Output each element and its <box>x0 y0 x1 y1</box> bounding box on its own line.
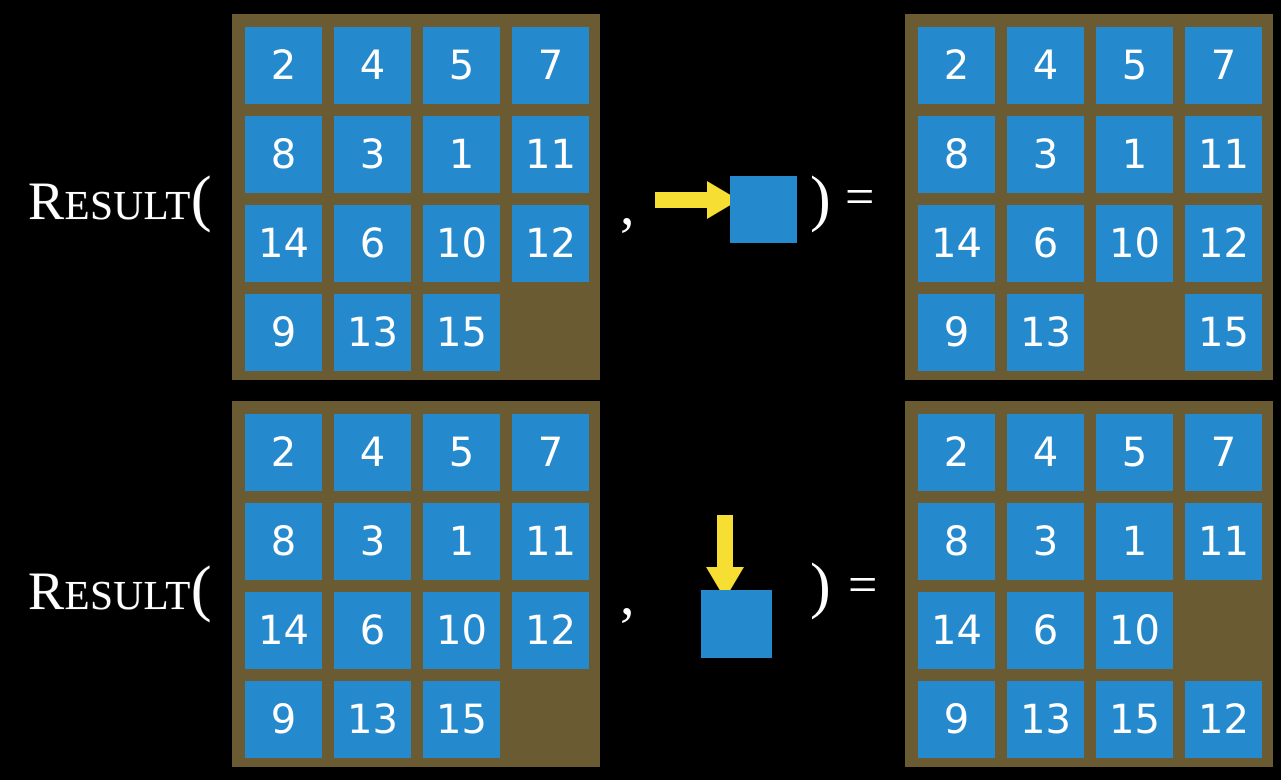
tile-2[interactable]: 2 <box>245 27 322 104</box>
tile-8[interactable]: 8 <box>245 503 322 580</box>
tile-6[interactable]: 6 <box>334 592 411 669</box>
tile-13[interactable]: 13 <box>334 681 411 758</box>
tile-8[interactable]: 8 <box>918 116 995 193</box>
tile-3[interactable]: 3 <box>1007 116 1084 193</box>
tile-blank[interactable] <box>1185 592 1262 669</box>
tile-7[interactable]: 7 <box>1185 27 1262 104</box>
tile-13[interactable]: 13 <box>334 294 411 371</box>
tile-5[interactable]: 5 <box>1096 27 1173 104</box>
tile-15[interactable]: 15 <box>423 294 500 371</box>
tile-4[interactable]: 4 <box>334 27 411 104</box>
result-label-top: RESULT( <box>28 168 212 230</box>
result-label-initial: R <box>28 561 65 621</box>
tile-11[interactable]: 11 <box>1185 116 1262 193</box>
tile-2[interactable]: 2 <box>245 414 322 491</box>
tile-8[interactable]: 8 <box>245 116 322 193</box>
tile-14[interactable]: 14 <box>245 592 322 669</box>
tile-7[interactable]: 7 <box>512 414 589 491</box>
tile-9[interactable]: 9 <box>245 681 322 758</box>
tile-blank[interactable] <box>512 681 589 758</box>
tile-1[interactable]: 1 <box>1096 116 1173 193</box>
tile-6[interactable]: 6 <box>334 205 411 282</box>
tile-blank[interactable] <box>1096 294 1173 371</box>
tile-1[interactable]: 1 <box>423 116 500 193</box>
tile-13[interactable]: 13 <box>1007 681 1084 758</box>
tile-10[interactable]: 10 <box>423 592 500 669</box>
tile-9[interactable]: 9 <box>918 681 995 758</box>
tile-14[interactable]: 14 <box>918 205 995 282</box>
tile-6[interactable]: 6 <box>1007 592 1084 669</box>
result-label-initial: R <box>28 171 65 231</box>
equals-sign-bottom: = <box>848 557 878 614</box>
comma-separator-bottom: , <box>620 562 635 627</box>
tile-11[interactable]: 11 <box>512 503 589 580</box>
tile-14[interactable]: 14 <box>245 205 322 282</box>
tile-11[interactable]: 11 <box>1185 503 1262 580</box>
tile-blank[interactable] <box>512 294 589 371</box>
action-tile-top <box>730 176 797 243</box>
tile-9[interactable]: 9 <box>918 294 995 371</box>
arrow-right-icon <box>655 181 739 219</box>
arrow-down-icon <box>706 515 744 599</box>
tile-12[interactable]: 12 <box>512 592 589 669</box>
result-label-smallcaps: ESULT <box>64 182 191 228</box>
tile-3[interactable]: 3 <box>334 503 411 580</box>
tile-12[interactable]: 12 <box>512 205 589 282</box>
tile-4[interactable]: 4 <box>334 414 411 491</box>
tile-15[interactable]: 15 <box>1096 681 1173 758</box>
equals-sign-top: = <box>845 169 875 226</box>
tile-4[interactable]: 4 <box>1007 27 1084 104</box>
tile-10[interactable]: 10 <box>1096 205 1173 282</box>
tile-5[interactable]: 5 <box>1096 414 1173 491</box>
close-paren-bottom: ) <box>810 552 831 620</box>
tile-2[interactable]: 2 <box>918 27 995 104</box>
comma-separator-top: , <box>620 172 635 237</box>
tile-7[interactable]: 7 <box>1185 414 1262 491</box>
close-paren-top: ) <box>810 165 831 233</box>
tile-10[interactable]: 10 <box>1096 592 1173 669</box>
tile-7[interactable]: 7 <box>512 27 589 104</box>
tile-1[interactable]: 1 <box>1096 503 1173 580</box>
tile-5[interactable]: 5 <box>423 414 500 491</box>
result-label-bottom: RESULT( <box>28 558 212 620</box>
tile-11[interactable]: 11 <box>512 116 589 193</box>
tile-15[interactable]: 15 <box>1185 294 1262 371</box>
tile-14[interactable]: 14 <box>918 592 995 669</box>
tile-5[interactable]: 5 <box>423 27 500 104</box>
action-tile-bottom <box>701 590 772 658</box>
tile-3[interactable]: 3 <box>334 116 411 193</box>
tile-2[interactable]: 2 <box>918 414 995 491</box>
tile-1[interactable]: 1 <box>423 503 500 580</box>
tile-12[interactable]: 12 <box>1185 681 1262 758</box>
tile-10[interactable]: 10 <box>423 205 500 282</box>
tile-6[interactable]: 6 <box>1007 205 1084 282</box>
tile-13[interactable]: 13 <box>1007 294 1084 371</box>
tile-9[interactable]: 9 <box>245 294 322 371</box>
tile-15[interactable]: 15 <box>423 681 500 758</box>
tile-3[interactable]: 3 <box>1007 503 1084 580</box>
result-label-smallcaps: ESULT <box>64 572 191 618</box>
open-paren-bottom: ( <box>190 555 212 623</box>
tile-12[interactable]: 12 <box>1185 205 1262 282</box>
open-paren-top: ( <box>190 165 212 233</box>
tile-8[interactable]: 8 <box>918 503 995 580</box>
tile-4[interactable]: 4 <box>1007 414 1084 491</box>
